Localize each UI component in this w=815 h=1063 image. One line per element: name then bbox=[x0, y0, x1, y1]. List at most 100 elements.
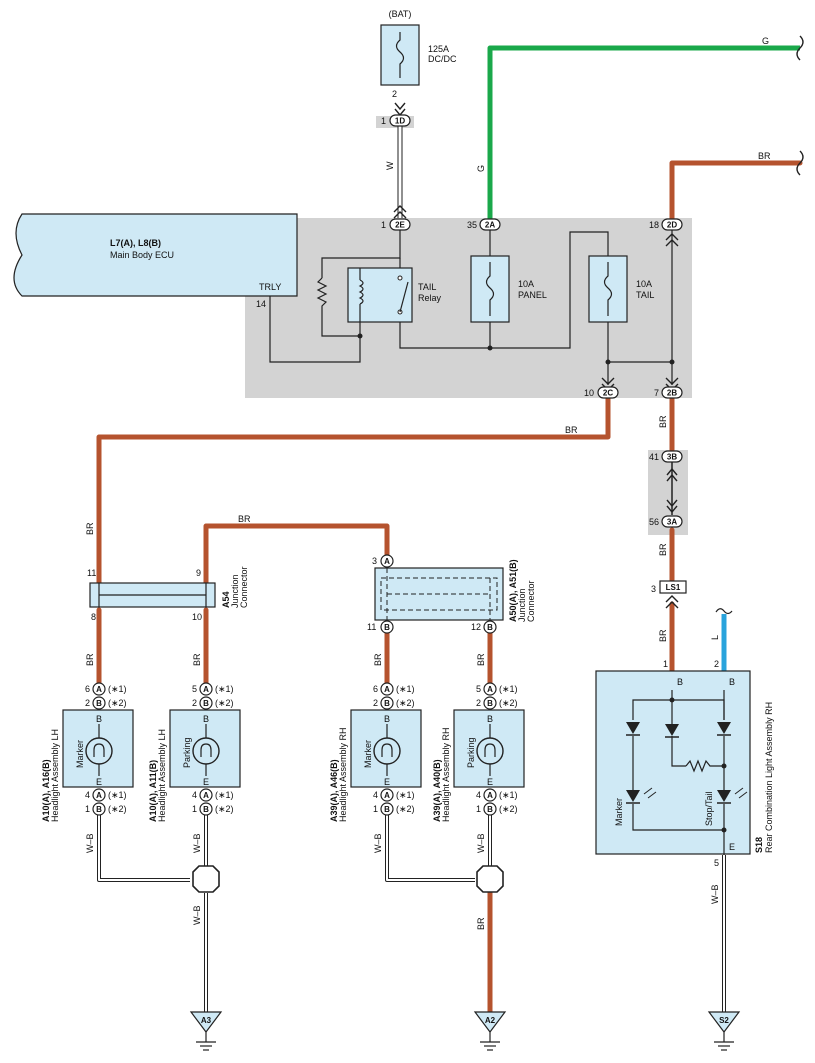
fuse-panel: 10A PANEL bbox=[470, 255, 547, 323]
ground-a2: A2 bbox=[473, 1011, 507, 1051]
svg-text:B: B bbox=[384, 805, 390, 814]
splice-lh bbox=[192, 865, 220, 893]
wire-label-br-top: BR bbox=[758, 151, 771, 161]
headlight-lamp-2: A5(∗1)B2(∗2)BEParkingA4(∗1)B1(∗2)A10(A),… bbox=[148, 682, 241, 822]
ecu-code: L7(A), L8(B) bbox=[110, 238, 161, 248]
wire-label-wb-4: W–B bbox=[476, 833, 486, 853]
svg-text:A2: A2 bbox=[485, 1016, 496, 1025]
wire-continues-mark bbox=[796, 150, 804, 176]
wire-label-wb-3: W–B bbox=[373, 833, 383, 853]
junction-connector-a54: 11 9 8 10 A54 Junction Connector bbox=[87, 566, 249, 622]
svg-text:B: B bbox=[203, 805, 209, 814]
svg-text:B: B bbox=[96, 714, 102, 724]
ground-group: A3 A2 S2 bbox=[189, 1011, 741, 1051]
svg-text:6: 6 bbox=[373, 684, 378, 694]
svg-text:E: E bbox=[729, 842, 735, 852]
wire-wb-lh bbox=[97, 808, 208, 1012]
wire-br-2c bbox=[96, 395, 611, 586]
svg-text:Junction: Junction bbox=[230, 574, 240, 608]
svg-text:(∗1): (∗1) bbox=[108, 790, 127, 800]
svg-text:E: E bbox=[96, 777, 102, 787]
svg-text:11: 11 bbox=[367, 622, 376, 632]
ecu-name: Main Body ECU bbox=[110, 250, 174, 260]
svg-text:PANEL: PANEL bbox=[518, 290, 547, 300]
svg-text:S2: S2 bbox=[719, 1016, 729, 1025]
wire-label-g-vertical: G bbox=[476, 165, 486, 172]
svg-text:Connector: Connector bbox=[239, 566, 249, 608]
svg-text:Parking: Parking bbox=[182, 737, 192, 768]
svg-text:1: 1 bbox=[192, 804, 197, 814]
svg-text:3B: 3B bbox=[667, 453, 677, 462]
wire-label-br-a2: BR bbox=[476, 917, 486, 930]
svg-text:2: 2 bbox=[373, 698, 378, 708]
wire-label-w: W bbox=[385, 161, 395, 170]
svg-text:2: 2 bbox=[85, 698, 90, 708]
connector-1d: 1 1D bbox=[381, 114, 411, 127]
svg-text:5: 5 bbox=[714, 858, 719, 868]
svg-text:TAIL: TAIL bbox=[636, 290, 654, 300]
svg-text:Junction: Junction bbox=[517, 588, 527, 622]
svg-text:8: 8 bbox=[91, 612, 96, 622]
headlight-lamp-4: A5(∗1)B2(∗2)BEParkingA4(∗1)B1(∗2)A39(A),… bbox=[432, 682, 525, 822]
svg-text:B: B bbox=[487, 623, 493, 632]
svg-text:18: 18 bbox=[649, 220, 659, 230]
svg-text:E: E bbox=[384, 777, 390, 787]
wire-label-br-2c: BR bbox=[565, 425, 578, 435]
svg-text:35: 35 bbox=[467, 220, 477, 230]
svg-text:A: A bbox=[96, 791, 102, 800]
svg-text:Rear Combination Light Assembl: Rear Combination Light Assembly RH bbox=[764, 702, 774, 853]
wire-continues-mark bbox=[796, 35, 804, 61]
connector-2a: 35 2A bbox=[467, 218, 501, 231]
svg-text:11: 11 bbox=[87, 568, 96, 578]
wire-label-br-2b: BR bbox=[658, 415, 668, 428]
svg-text:B: B bbox=[729, 677, 735, 687]
svg-text:Marker: Marker bbox=[614, 798, 624, 826]
svg-text:A10(A), A11(B): A10(A), A11(B) bbox=[148, 760, 158, 822]
svg-text:1: 1 bbox=[85, 804, 90, 814]
wire-label-br-ls1: BR bbox=[658, 629, 668, 642]
svg-text:A: A bbox=[487, 791, 493, 800]
svg-text:Parking: Parking bbox=[466, 737, 476, 768]
relay-name2: Relay bbox=[418, 293, 442, 303]
wire-label-wb-5: W–B bbox=[192, 905, 202, 925]
svg-text:Headlight Assembly LH: Headlight Assembly LH bbox=[157, 729, 167, 822]
svg-text:B: B bbox=[487, 805, 493, 814]
svg-text:3A: 3A bbox=[667, 518, 677, 527]
svg-text:B: B bbox=[487, 714, 493, 724]
svg-text:41: 41 bbox=[649, 452, 659, 462]
ecu-terminal: TRLY bbox=[259, 282, 281, 292]
svg-text:2C: 2C bbox=[603, 389, 613, 398]
svg-text:6: 6 bbox=[85, 684, 90, 694]
svg-text:(∗1): (∗1) bbox=[215, 790, 234, 800]
svg-text:(∗2): (∗2) bbox=[108, 698, 127, 708]
svg-text:4: 4 bbox=[85, 790, 90, 800]
svg-text:4: 4 bbox=[192, 790, 197, 800]
wire-label-wb-rear: W–B bbox=[710, 884, 720, 904]
svg-text:(∗2): (∗2) bbox=[108, 804, 127, 814]
svg-text:(∗2): (∗2) bbox=[499, 698, 518, 708]
svg-text:10A: 10A bbox=[636, 279, 652, 289]
svg-text:A39(A), A40(B): A39(A), A40(B) bbox=[432, 759, 442, 822]
svg-text:10: 10 bbox=[192, 612, 202, 622]
svg-text:1: 1 bbox=[373, 804, 378, 814]
svg-text:4: 4 bbox=[373, 790, 378, 800]
svg-text:A3: A3 bbox=[201, 1016, 212, 1025]
svg-text:B: B bbox=[384, 623, 390, 632]
wire-green bbox=[487, 45, 800, 220]
svg-text:B: B bbox=[96, 805, 102, 814]
svg-text:(∗1): (∗1) bbox=[396, 684, 415, 694]
fuse-125a: (BAT) 125A DC/DC 2 bbox=[380, 9, 457, 117]
svg-text:Stop/Tail: Stop/Tail bbox=[704, 791, 714, 826]
svg-text:Headlight Assembly LH: Headlight Assembly LH bbox=[50, 729, 60, 822]
wire-br-a54-9 bbox=[203, 523, 390, 586]
wire-label-g: G bbox=[762, 36, 769, 46]
ecu-pin: 14 bbox=[256, 299, 266, 309]
svg-text:A10(A), A16(B): A10(A), A16(B) bbox=[41, 759, 51, 822]
wire-label-br-mid: BR bbox=[238, 514, 251, 524]
ground-a3: A3 bbox=[189, 1011, 223, 1051]
svg-text:1: 1 bbox=[381, 220, 386, 230]
svg-text:A: A bbox=[384, 791, 390, 800]
svg-text:2B: 2B bbox=[667, 389, 677, 398]
svg-text:A50(A), A51(B): A50(A), A51(B) bbox=[508, 559, 518, 622]
svg-text:2E: 2E bbox=[395, 221, 405, 230]
